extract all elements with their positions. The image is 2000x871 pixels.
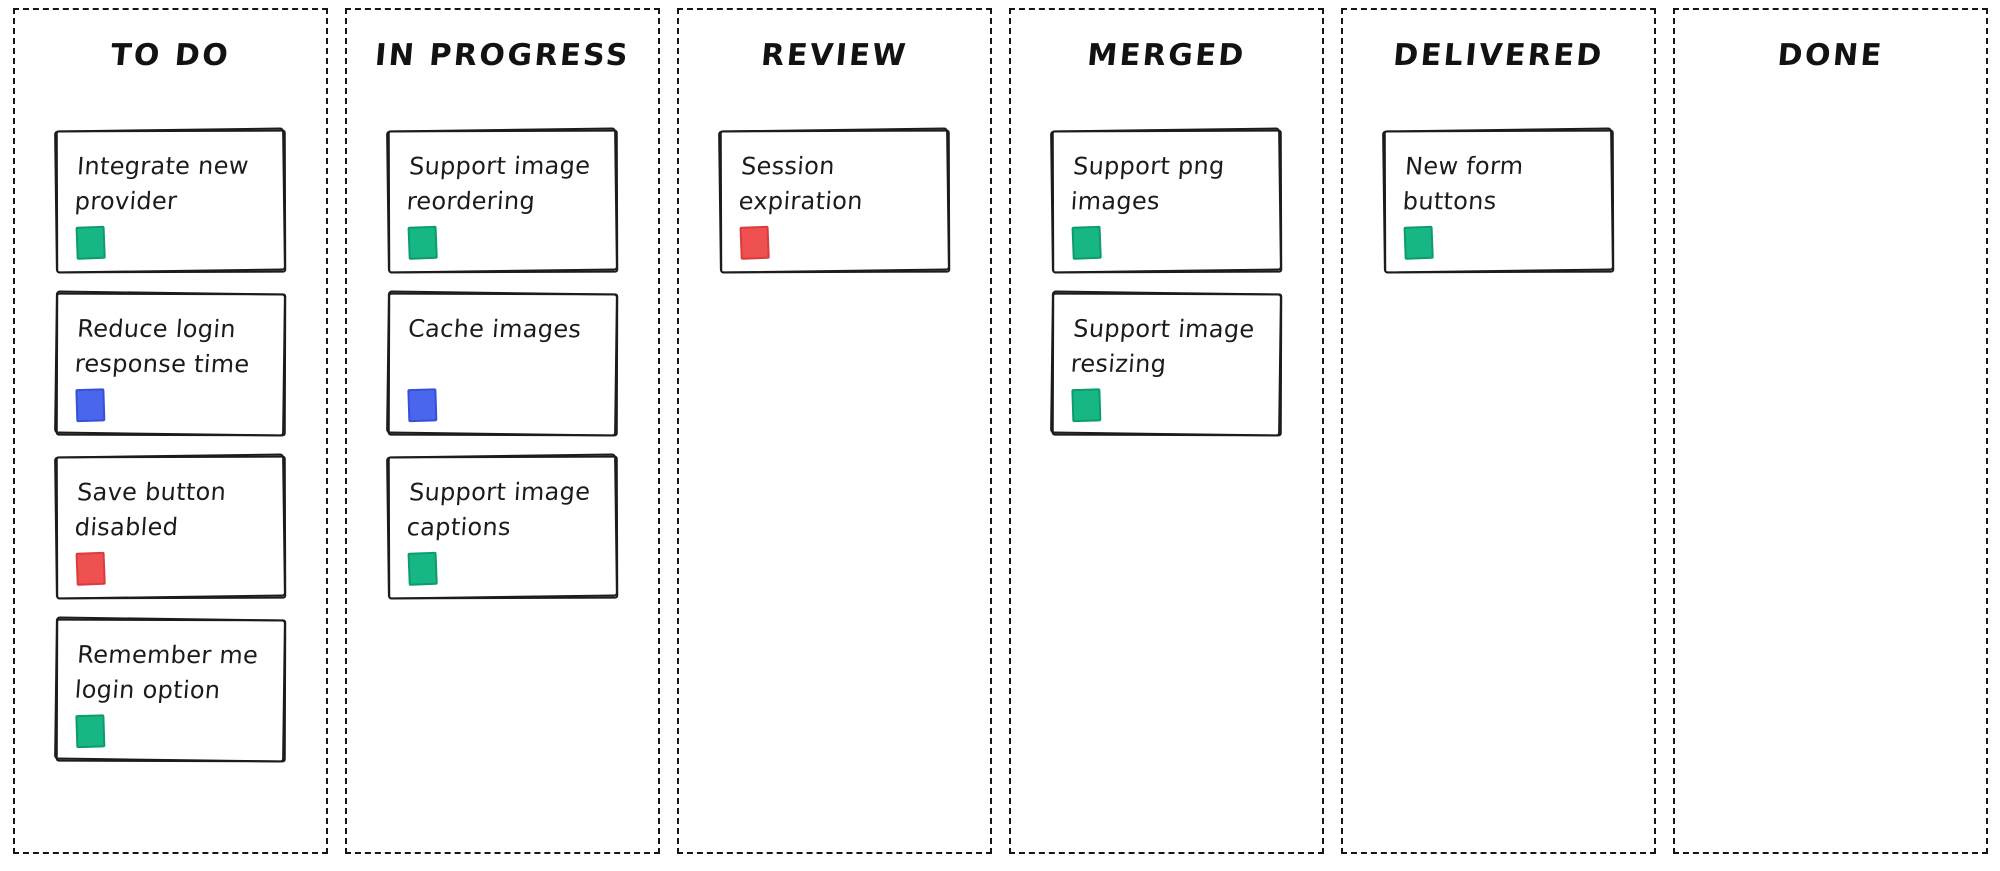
red-tag-swatch: [739, 225, 770, 260]
column-cards: New form buttons: [1343, 129, 1654, 274]
kanban-card[interactable]: Save button disabled: [55, 455, 286, 600]
column-title: REVIEW: [759, 38, 910, 73]
green-tag-swatch: [407, 551, 438, 586]
column-cards: Support png images Support image resizin…: [1011, 129, 1322, 437]
card-title: Support png images: [1069, 151, 1226, 216]
red-tag-swatch: [75, 551, 106, 586]
kanban-card[interactable]: Session expiration: [719, 129, 950, 274]
kanban-card[interactable]: New form buttons: [1383, 129, 1614, 274]
card-title: Support image captions: [405, 477, 591, 542]
card-title: Reduce login response time: [73, 314, 251, 379]
kanban-card[interactable]: Support image captions: [387, 455, 618, 600]
card-title: Integrate new provider: [73, 151, 250, 216]
kanban-card[interactable]: Reduce login response time: [55, 292, 286, 437]
green-tag-swatch: [75, 225, 106, 260]
card-title: Cache images: [406, 314, 582, 344]
card-title: Support image resizing: [1069, 314, 1256, 378]
green-tag-swatch: [407, 225, 438, 260]
column-title: IN PROGRESS: [373, 38, 632, 73]
kanban-card[interactable]: Support image reordering: [387, 129, 618, 274]
column-cards: Session expiration: [679, 129, 990, 274]
kanban-column-in-progress: IN PROGRESS Support image reordering Cac…: [345, 8, 660, 854]
column-cards: Integrate new provider Reduce login resp…: [15, 129, 326, 763]
blue-tag-swatch: [406, 388, 437, 423]
column-title: TO DO: [109, 38, 232, 73]
kanban-card[interactable]: Remember me login option: [55, 618, 286, 763]
kanban-column-delivered: DELIVERED New form buttons: [1341, 8, 1656, 854]
green-tag-swatch: [74, 714, 105, 749]
kanban-card[interactable]: Support image resizing: [1051, 292, 1282, 437]
blue-tag-swatch: [74, 388, 105, 423]
kanban-column-to-do: TO DO Integrate new provider Reduce logi…: [13, 8, 328, 854]
green-tag-swatch: [1403, 225, 1434, 260]
kanban-column-done: DONE: [1673, 8, 1988, 854]
kanban-column-review: REVIEW Session expiration: [677, 8, 992, 854]
kanban-column-merged: MERGED Support png images Support image …: [1009, 8, 1324, 854]
card-title: Save button disabled: [73, 477, 227, 542]
kanban-card[interactable]: Support png images: [1051, 129, 1282, 274]
green-tag-swatch: [1071, 225, 1102, 260]
card-title: New form buttons: [1401, 151, 1524, 216]
kanban-card[interactable]: Integrate new provider: [55, 129, 286, 274]
green-tag-swatch: [1070, 388, 1101, 423]
column-cards: Support image reordering Cache images Su…: [347, 129, 658, 600]
card-title: Session expiration: [737, 151, 864, 216]
card-title: Support image reordering: [405, 151, 591, 216]
card-title: Remember me login option: [73, 640, 259, 705]
column-title: MERGED: [1085, 38, 1248, 73]
column-title: DONE: [1775, 38, 1886, 73]
column-title: DELIVERED: [1391, 38, 1606, 73]
kanban-card[interactable]: Cache images: [387, 292, 618, 437]
